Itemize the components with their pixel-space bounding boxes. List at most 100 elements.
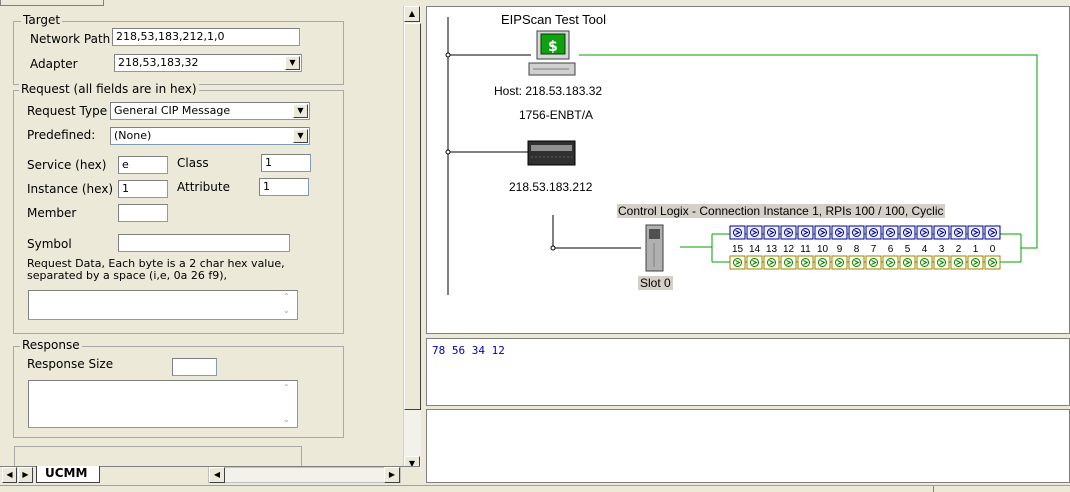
bit-cell-green-6[interactable] <box>882 255 899 270</box>
bit-cell-green-12[interactable] <box>780 255 797 270</box>
status-divider <box>933 486 934 492</box>
bit-cell-green-13[interactable] <box>763 255 780 270</box>
bit-cell-blue-0[interactable] <box>984 225 1001 240</box>
bit-cell-green-14[interactable] <box>746 255 763 270</box>
tab-scroll-left-icon[interactable]: ◀ <box>2 467 17 483</box>
bit-label-7: 7 <box>871 244 877 255</box>
adapter-dropdown-arrow-icon[interactable]: ▼ <box>285 56 300 70</box>
bits-green-row <box>729 255 1001 270</box>
output-pane: 78 56 34 12 <box>426 338 1070 406</box>
request-data-hint-line2: separated by a space (i,e, 0a 26 f9), <box>27 269 228 282</box>
tab-scroll-right-icon[interactable]: ▶ <box>18 467 33 483</box>
response-scroll-down-icon[interactable]: ⌄ <box>283 415 290 424</box>
bit-cell-blue-7[interactable] <box>865 225 882 240</box>
response-textarea[interactable] <box>28 380 298 428</box>
bit-cell-blue-13[interactable] <box>763 225 780 240</box>
predefined-dropdown-arrow-icon[interactable]: ▼ <box>293 129 308 143</box>
member-label: Member <box>27 206 77 220</box>
bit-cell-green-2[interactable] <box>950 255 967 270</box>
bit-cell-green-0[interactable] <box>984 255 1001 270</box>
bit-cell-blue-14[interactable] <box>746 225 763 240</box>
tab-ucmm-label: UCMM <box>45 466 88 480</box>
bit-cell-blue-8[interactable] <box>848 225 865 240</box>
slot0-module-icon[interactable] <box>645 224 664 272</box>
adapter-model-label: 1756-ENBT/A <box>519 108 594 122</box>
bit-cell-blue-10[interactable] <box>814 225 831 240</box>
scroll-thumb[interactable] <box>404 23 421 410</box>
bit-cell-green-7[interactable] <box>865 255 882 270</box>
service-label: Service (hex) <box>27 158 107 172</box>
member-input[interactable] <box>118 204 168 222</box>
adapter-module-icon[interactable] <box>527 140 576 166</box>
request-data-scroll-down-icon[interactable]: ⌄ <box>283 306 290 315</box>
symbol-label: Symbol <box>27 237 72 251</box>
host-computer-icon[interactable]: $ <box>528 30 576 76</box>
adapter-select[interactable]: 218,53,183,32 ▼ <box>114 54 302 72</box>
bit-label-11: 11 <box>800 244 811 255</box>
adapter-link-dot <box>445 149 451 155</box>
bit-cell-blue-12[interactable] <box>780 225 797 240</box>
response-scroll-up-icon[interactable]: ⌃ <box>283 383 290 392</box>
bit-label-13: 13 <box>766 244 778 255</box>
bit-label-12: 12 <box>783 244 795 255</box>
bit-cell-green-15[interactable] <box>729 255 746 270</box>
bit-label-5: 5 <box>905 244 911 255</box>
bit-cell-blue-6[interactable] <box>882 225 899 240</box>
request-data-textarea[interactable] <box>28 290 298 320</box>
target-legend: Target <box>21 13 63 27</box>
network-path-input[interactable]: 218,53,183,212,1,0 <box>112 28 300 46</box>
bit-label-1: 1 <box>973 244 979 255</box>
symbol-input[interactable] <box>118 234 290 252</box>
bit-cell-blue-11[interactable] <box>797 225 814 240</box>
hscroll-right-icon[interactable]: ▶ <box>384 467 400 483</box>
predefined-select[interactable]: (None) ▼ <box>110 127 310 145</box>
adapter-label: Adapter <box>30 57 78 71</box>
host-link-dot <box>445 52 451 58</box>
scroll-up-arrow-icon[interactable]: ▲ <box>404 6 420 22</box>
bit-label-3: 3 <box>939 244 945 255</box>
host-icon-glyph: $ <box>548 39 558 55</box>
adapter-value: 218,53,183,32 <box>118 56 199 69</box>
bit-cell-green-3[interactable] <box>933 255 950 270</box>
bottom-cutoff-box <box>14 446 302 470</box>
bit-cell-green-10[interactable] <box>814 255 831 270</box>
request-data-scroll-up-icon[interactable]: ⌃ <box>283 292 290 301</box>
slot-label[interactable]: Slot 0 <box>638 276 673 290</box>
bit-cell-green-9[interactable] <box>831 255 848 270</box>
bit-cell-blue-3[interactable] <box>933 225 950 240</box>
bit-cell-green-5[interactable] <box>899 255 916 270</box>
bit-cell-blue-9[interactable] <box>831 225 848 240</box>
bit-cell-green-11[interactable] <box>797 255 814 270</box>
response-size-input[interactable] <box>172 358 217 376</box>
network-path-label: Network Path <box>30 32 111 46</box>
bits-blue-row <box>729 225 1001 240</box>
service-input[interactable]: e <box>118 156 168 174</box>
vertical-splitter[interactable] <box>421 6 425 484</box>
attribute-input[interactable]: 1 <box>259 178 309 196</box>
instance-input[interactable]: 1 <box>118 180 168 198</box>
connection-label[interactable]: Control Logix - Connection Instance 1, R… <box>617 204 945 218</box>
response-size-label: Response Size <box>27 357 114 371</box>
bit-cell-green-1[interactable] <box>967 255 984 270</box>
tab-strip-hscroll[interactable]: ◀ ▶ <box>208 467 401 483</box>
hscroll-left-icon[interactable]: ◀ <box>209 467 225 483</box>
left-vertical-scrollbar[interactable]: ▲ ▼ <box>403 6 421 472</box>
request-type-dropdown-arrow-icon[interactable]: ▼ <box>293 104 308 118</box>
bit-cell-blue-2[interactable] <box>950 225 967 240</box>
top-tab-stub[interactable] <box>0 0 104 6</box>
bit-cell-blue-5[interactable] <box>899 225 916 240</box>
bit-cell-blue-1[interactable] <box>967 225 984 240</box>
bit-cell-blue-15[interactable] <box>729 225 746 240</box>
response-legend: Response <box>20 338 82 352</box>
class-input[interactable]: 1 <box>261 154 311 172</box>
bit-cell-green-4[interactable] <box>916 255 933 270</box>
request-type-select[interactable]: General CIP Message ▼ <box>110 102 310 120</box>
adapter-ip-label: 218.53.183.212 <box>509 180 593 194</box>
bit-label-2: 2 <box>956 244 962 255</box>
bit-cell-blue-4[interactable] <box>916 225 933 240</box>
request-type-label: Request Type <box>27 104 108 118</box>
tab-ucmm[interactable]: UCMM <box>36 466 100 483</box>
bit-cell-green-8[interactable] <box>848 255 865 270</box>
